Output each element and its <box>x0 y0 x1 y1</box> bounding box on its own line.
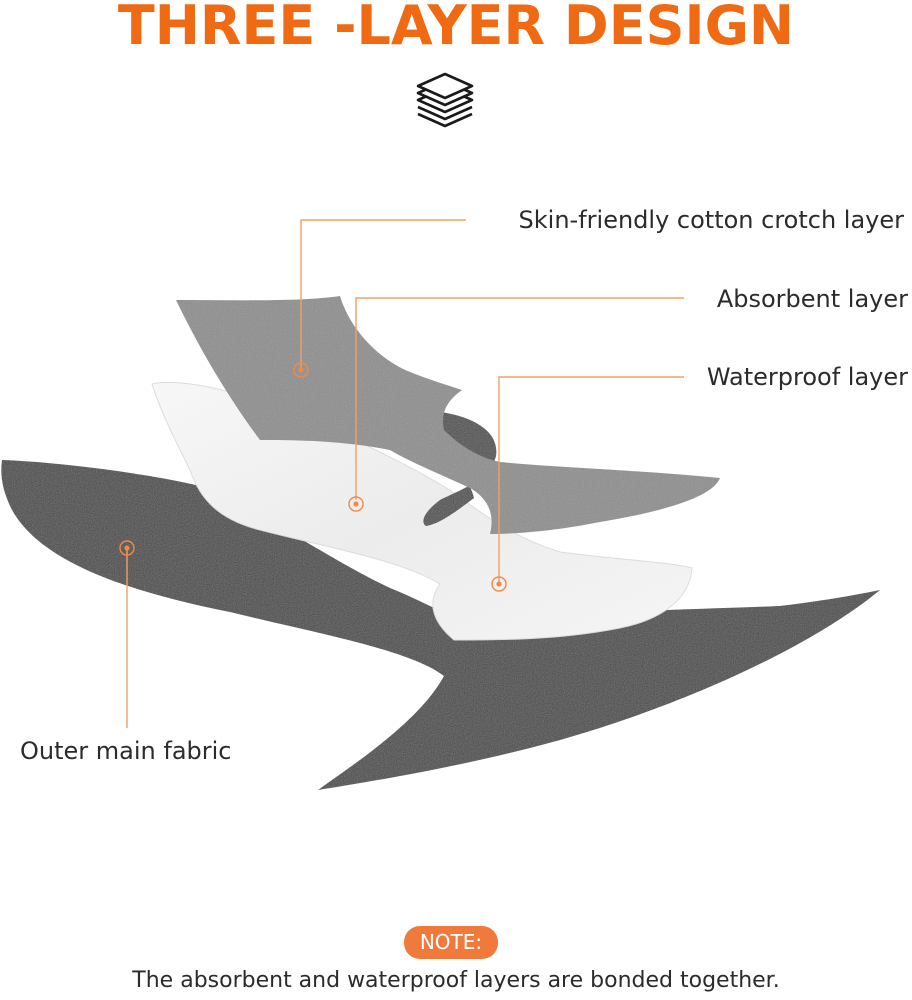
target-markers <box>119 362 507 592</box>
layers-stack-icon <box>416 72 474 128</box>
marker-absorbent-icon <box>348 496 364 512</box>
leader-line-cotton <box>300 219 466 368</box>
leader-line-absorbent <box>355 297 684 500</box>
note-badge: NOTE: <box>404 926 498 959</box>
leader-lines <box>126 219 684 728</box>
waterproof-layer-shape <box>151 381 693 641</box>
marker-outer-icon <box>119 540 135 556</box>
note-text: The absorbent and waterproof layers are … <box>132 968 780 993</box>
label-waterproof-layer: Waterproof layer <box>706 363 908 391</box>
label-outer-main-fabric: Outer main fabric <box>20 737 232 765</box>
marker-cotton-icon <box>293 362 309 378</box>
label-cotton-crotch-layer: Skin-friendly cotton crotch layer <box>518 206 904 234</box>
cotton-crotch-layer-shape <box>176 296 720 534</box>
leader-line-waterproof <box>498 376 684 582</box>
page-title: THREE -LAYER DESIGN <box>117 0 795 57</box>
label-absorbent-layer: Absorbent layer <box>716 285 908 313</box>
marker-waterproof-icon <box>491 576 507 592</box>
